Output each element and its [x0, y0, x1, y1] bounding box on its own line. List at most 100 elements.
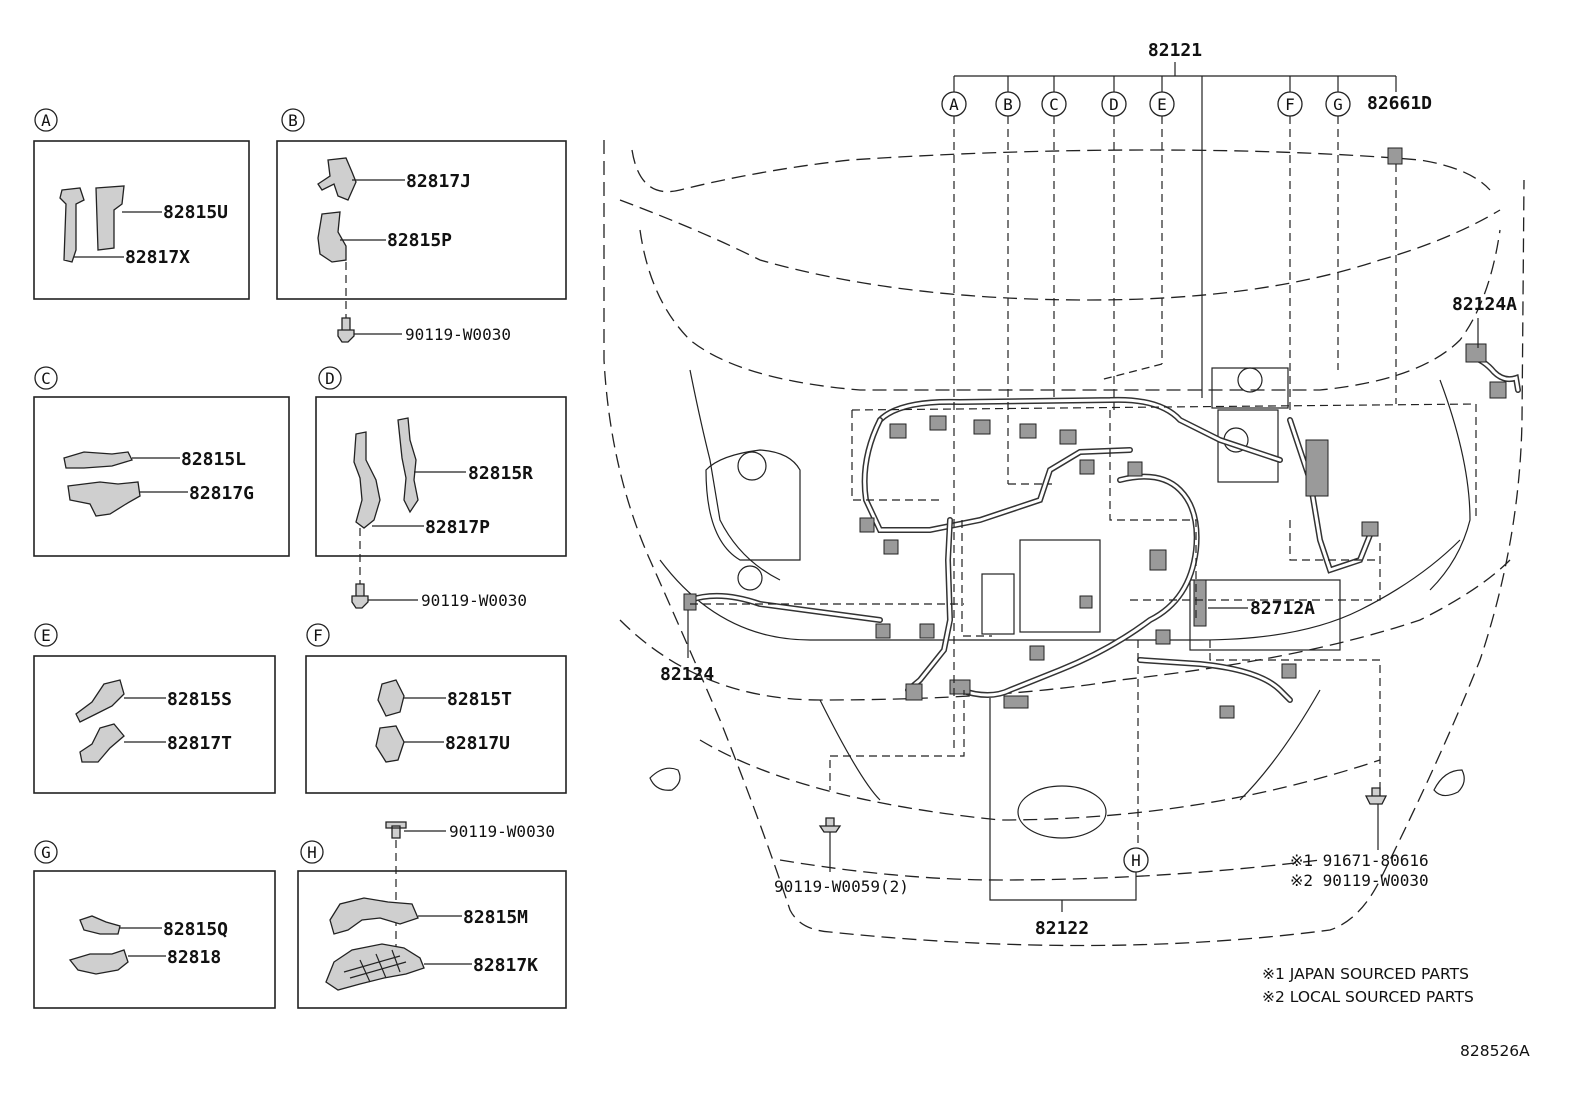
ref-circle-e	[34, 623, 58, 647]
detail-frame-h	[297, 870, 567, 1009]
part-82817P: 82817P	[425, 517, 490, 538]
harness-ref-b: B	[1003, 95, 1013, 114]
detail-box-a: A 82815U 82817X	[33, 108, 250, 300]
bolt-icon	[1364, 787, 1388, 805]
ref-label-c: C	[41, 369, 51, 388]
bracket-82122	[989, 698, 1137, 901]
relay-box	[1217, 409, 1279, 483]
car-outline	[603, 140, 1525, 947]
detail-frame-a	[33, 140, 250, 300]
detail-frame-g	[33, 870, 276, 1009]
part-82815P: 82815P	[387, 230, 452, 251]
ref-circle-h	[300, 840, 324, 864]
part-82815L: 82815L	[181, 449, 246, 470]
fog-lamp-right	[1433, 769, 1465, 797]
harness-ref-h: H	[1131, 851, 1141, 870]
part-82815R: 82815R	[468, 463, 533, 484]
detail-frame-b	[276, 140, 567, 300]
ref-circle-c	[34, 366, 58, 390]
ref-label-e: E	[41, 626, 51, 645]
protector-icon	[325, 943, 425, 991]
detail-box-h: H 90119-W0030 82815M 82817K	[297, 821, 567, 1009]
part-82124A: 82124A	[1452, 294, 1517, 315]
emblem-icon	[1017, 785, 1107, 839]
reference-leaders: A B C D E F G	[690, 62, 1477, 860]
harness-ref-g: G	[1333, 95, 1343, 114]
protector-icon	[75, 679, 125, 723]
ref-label-h: H	[307, 843, 317, 862]
detail-box-e: E 82815S 82817T	[33, 623, 276, 794]
bolt-icon	[337, 317, 355, 343]
part-82815M: 82815M	[463, 907, 528, 928]
bolt-icon	[818, 817, 842, 833]
grid-pattern	[343, 949, 407, 983]
harness-ref-e: E	[1157, 95, 1167, 114]
part-82815T: 82815T	[447, 689, 512, 710]
clamp-icon	[68, 949, 129, 975]
engine-wire-harness	[683, 147, 1521, 719]
part-82817J: 82817J	[406, 171, 471, 192]
detail-box-g: G 82815Q 82818	[33, 840, 276, 1009]
detail-box-d: D 82815R 82817P 90119-W0030	[315, 366, 567, 610]
figure-id: 828526A	[1460, 1042, 1530, 1060]
battery-cap	[1237, 367, 1263, 393]
bolt-90119-W0030: 90119-W0030	[421, 591, 527, 610]
ref-label-g: G	[41, 843, 51, 862]
ref-circle-g	[34, 840, 58, 864]
clamp-icon	[67, 481, 141, 517]
part-82817K: 82817K	[473, 955, 538, 976]
ecu-bracket	[981, 573, 1015, 635]
harness-ref-a: A	[949, 95, 959, 114]
protector-icon	[397, 417, 419, 514]
harness-ref-c: C	[1049, 95, 1059, 114]
part-82815Q: 82815Q	[163, 919, 228, 940]
clip-icon	[377, 679, 405, 717]
detail-frame-d	[315, 396, 567, 557]
bolt-icon	[351, 583, 369, 609]
ref-label-b: B	[288, 111, 298, 130]
fog-lamp-left	[649, 767, 681, 791]
bolt-90119-W0059: 90119-W0059(2)	[774, 877, 909, 896]
clamp-icon	[79, 915, 121, 935]
clamp-icon	[79, 723, 125, 763]
clip-icon	[375, 725, 405, 763]
protector-icon	[317, 211, 347, 263]
part-82124: 82124	[660, 664, 714, 685]
harness-ref-d: D	[1109, 95, 1119, 114]
ref-circle-b	[281, 108, 305, 132]
ref-label-f: F	[313, 626, 323, 645]
detail-frame-e	[33, 655, 276, 794]
bolt-91671-80616: ※1 91671-80616	[1290, 851, 1429, 870]
washer-reservoir	[705, 449, 801, 561]
clamp-icon	[317, 157, 357, 201]
reservoir-cap	[737, 451, 767, 481]
protector-icon	[353, 431, 381, 529]
part-82815U: 82815U	[163, 202, 228, 223]
part-82817X: 82817X	[125, 247, 190, 268]
reservoir-cap	[737, 565, 763, 591]
part-82121: 82121	[1148, 40, 1202, 61]
protector-icon	[95, 185, 125, 251]
ref-label-d: D	[325, 369, 335, 388]
bolt-90119-W0030: 90119-W0030	[449, 822, 555, 841]
ref-label-a: A	[41, 111, 51, 130]
protector-icon	[329, 897, 419, 935]
part-82817T: 82817T	[167, 733, 232, 754]
note-japan-sourced: ※1 JAPAN SOURCED PARTS	[1262, 965, 1469, 983]
ref-circle-a	[34, 108, 58, 132]
clamp-icon	[63, 451, 133, 469]
part-82817G: 82817G	[189, 483, 254, 504]
part-82712A: 82712A	[1250, 598, 1315, 619]
detail-box-c: C 82815L 82817G	[33, 366, 290, 557]
part-82818: 82818	[167, 947, 221, 968]
part-82661D: 82661D	[1367, 93, 1432, 114]
detail-box-f: F 82815T 82817U	[305, 623, 567, 794]
radiator-support	[1189, 579, 1341, 651]
part-82122: 82122	[1035, 918, 1089, 939]
battery-box	[1211, 367, 1289, 409]
detail-frame-c	[33, 396, 290, 557]
harness-ref-f: F	[1285, 95, 1295, 114]
detail-box-b: B 82817J 82815P 90119-W0030	[276, 108, 567, 344]
